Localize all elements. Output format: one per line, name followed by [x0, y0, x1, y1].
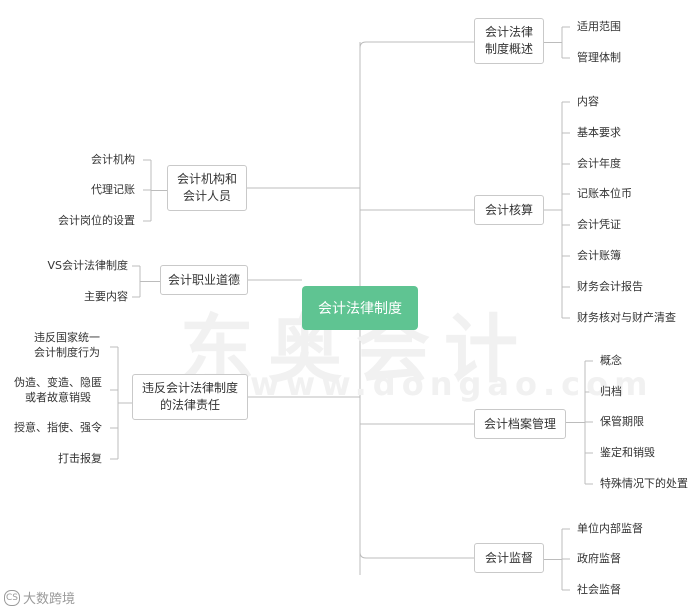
background-url-watermark: www.dongao.com [250, 365, 654, 403]
connector-line [359, 41, 474, 49]
leaf-forgery: 伪造、变造、隐匿 或者故意销毁 [14, 376, 102, 404]
leaf-instigate: 授意、指使、强令 [14, 421, 102, 434]
footer-watermark: CS 大数跨境 [4, 588, 75, 607]
leaf-filing: 归档 [600, 385, 622, 398]
branch-overview[interactable]: 会计法律 制度概述 [474, 18, 544, 64]
watermark-text: 大数跨境 [23, 592, 76, 607]
leaf-vs-law: VS会计法律制度 [47, 259, 128, 272]
branch-institutions[interactable]: 会计机构和 会计人员 [167, 165, 247, 211]
leaf-special: 特殊情况下的处置 [600, 477, 688, 490]
leaf-destruction: 鉴定和销毁 [600, 446, 655, 459]
leaf-retention: 保管期限 [600, 415, 644, 428]
leaf-management: 管理体制 [577, 51, 621, 64]
leaf-violation: 违反国家统一 会计制度行为 [34, 331, 100, 359]
leaf-fiscal-year: 会计年度 [577, 157, 621, 170]
branch-archives[interactable]: 会计档案管理 [474, 409, 566, 439]
leaf-report: 财务会计报告 [577, 280, 643, 293]
connector-line [359, 551, 474, 559]
leaf-internal: 单位内部监督 [577, 522, 643, 535]
leaf-social: 社会监督 [577, 583, 621, 596]
leaf-voucher: 会计凭证 [577, 218, 621, 231]
leaf-agency: 代理记账 [91, 183, 135, 196]
leaf-currency: 记账本位币 [577, 187, 632, 200]
branch-accounting[interactable]: 会计核算 [474, 195, 544, 225]
branch-liability[interactable]: 违反会计法律制度 的法律责任 [132, 374, 248, 420]
leaf-government: 政府监督 [577, 552, 621, 565]
leaf-main-content: 主要内容 [84, 290, 128, 303]
root-node[interactable]: 会计法律制度 [302, 286, 418, 330]
leaf-verification: 财务核对与财产清查 [577, 311, 676, 324]
watermark-logo-icon: CS [4, 589, 20, 606]
leaf-content: 内容 [577, 95, 599, 108]
branch-supervision[interactable]: 会计监督 [474, 543, 544, 573]
leaf-ledger: 会计账簿 [577, 249, 621, 262]
branch-ethics[interactable]: 会计职业道德 [160, 265, 248, 295]
leaf-institution: 会计机构 [91, 153, 135, 166]
leaf-retaliation: 打击报复 [58, 452, 102, 465]
leaf-concept: 概念 [600, 354, 622, 367]
leaf-scope: 适用范围 [577, 20, 621, 33]
leaf-basic-req: 基本要求 [577, 126, 621, 139]
leaf-positions: 会计岗位的设置 [58, 214, 135, 227]
